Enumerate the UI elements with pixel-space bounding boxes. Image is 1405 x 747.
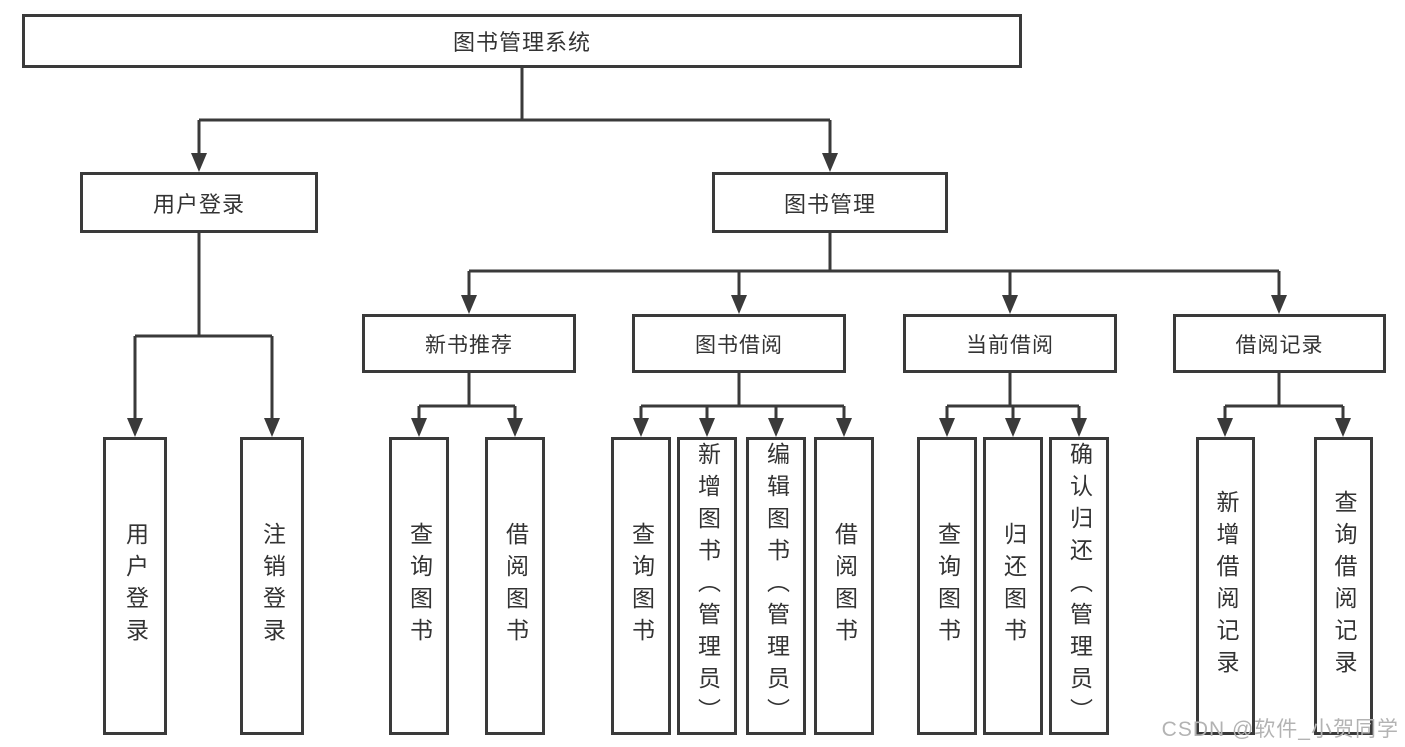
leaf-borrow-books: 借阅图书 (485, 437, 545, 735)
node-current-borrowing: 当前借阅 (903, 314, 1117, 373)
leaf-label: 新增借阅记录 (1213, 490, 1239, 682)
leaf-user-login: 用户登录 (103, 437, 167, 735)
leaf-label: 注销登录 (259, 522, 286, 650)
leaf-query-books: 查询图书 (389, 437, 449, 735)
node-book-management: 图书管理 (712, 172, 948, 233)
node-new-book-recommendation: 新书推荐 (362, 314, 576, 373)
leaf-label: 查询图书 (628, 522, 655, 650)
leaf-add-books-admin: 新增图书（管理员） (677, 437, 737, 735)
leaf-label: 查询借阅记录 (1331, 490, 1357, 682)
leaf-confirm-return-admin: 确认归还（管理员） (1049, 437, 1109, 735)
leaf-label: 查询图书 (934, 522, 961, 650)
leaf-label: 确认归还（管理员） (1066, 442, 1093, 730)
node-library-management-system: 图书管理系统 (22, 14, 1022, 68)
leaf-label: 借阅图书 (831, 522, 858, 650)
leaf-edit-books-admin: 编辑图书（管理员） (746, 437, 806, 735)
leaf-add-borrow-record: 新增借阅记录 (1196, 437, 1255, 735)
node-borrowing-records: 借阅记录 (1173, 314, 1386, 373)
node-book-borrowing: 图书借阅 (632, 314, 846, 373)
leaf-label: 新增图书（管理员） (694, 442, 721, 730)
leaf-return-books: 归还图书 (983, 437, 1043, 735)
leaf-label: 归还图书 (1000, 522, 1027, 650)
leaf-label: 编辑图书（管理员） (763, 442, 790, 730)
leaf-query-borrow-record: 查询借阅记录 (1314, 437, 1373, 735)
leaf-label: 查询图书 (406, 522, 433, 650)
leaf-label: 借阅图书 (502, 522, 529, 650)
leaf-borrow-books: 借阅图书 (814, 437, 874, 735)
node-user-login: 用户登录 (80, 172, 318, 233)
leaf-logout: 注销登录 (240, 437, 304, 735)
leaf-label: 用户登录 (122, 522, 149, 650)
csdn-watermark: CSDN @软件_小贺同学 (1161, 718, 1399, 741)
leaf-query-books: 查询图书 (611, 437, 671, 735)
leaf-query-books: 查询图书 (917, 437, 977, 735)
